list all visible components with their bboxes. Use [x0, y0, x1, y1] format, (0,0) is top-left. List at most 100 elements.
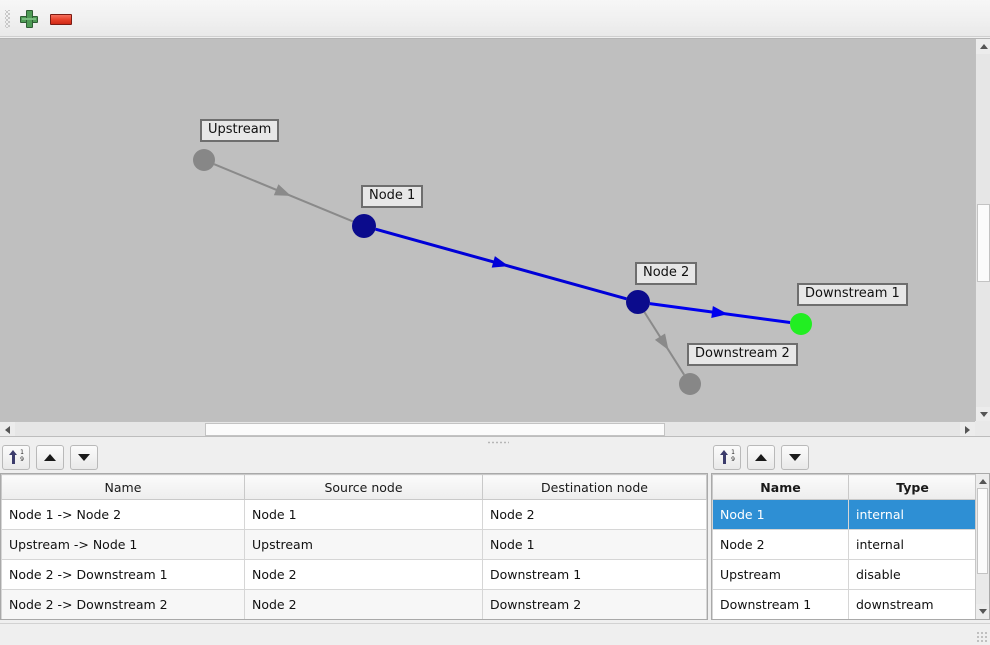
nodes-table-cell[interactable]: Downstream 1 [712, 589, 849, 619]
splitter-grip[interactable] [487, 441, 509, 444]
edges-table-cell[interactable]: Node 2 -> Downstream 2 [1, 589, 245, 619]
vertical-scroll-thumb[interactable] [977, 204, 990, 282]
canvas-vertical-scrollbar[interactable] [975, 39, 990, 422]
horizontal-splitter[interactable] [0, 436, 990, 445]
nodes-table-cell[interactable]: Upstream [712, 559, 849, 590]
nodes-column-header[interactable]: Type [848, 474, 977, 500]
nodes-table-cell[interactable]: internal [848, 499, 977, 530]
sort-digit-top: 1 [20, 448, 24, 456]
edges-move-down-button[interactable] [70, 445, 98, 470]
edges-column-header[interactable]: Destination node [482, 474, 707, 500]
nodes-move-up-button[interactable] [747, 445, 775, 470]
nodes-table-cell[interactable]: internal [848, 529, 977, 560]
edges-table-cell[interactable]: Node 1 [482, 529, 707, 560]
nodes-sort-button[interactable]: 1 9 [713, 445, 741, 470]
edges-column-header[interactable]: Name [1, 474, 245, 500]
scroll-down-button[interactable] [976, 407, 990, 422]
scroll-right-button[interactable] [960, 422, 975, 437]
edges-toolbar: 1 9 [0, 445, 708, 473]
graph-edge-arrow-node2-downstream1 [711, 306, 728, 318]
graph-node-node2[interactable] [626, 290, 650, 314]
triangle-down-icon [78, 454, 90, 461]
nodes-toolbar: 1 9 [711, 445, 990, 473]
edges-table-cell[interactable]: Downstream 1 [482, 559, 707, 590]
nodes-move-down-button[interactable] [781, 445, 809, 470]
graph-node-downstream2[interactable] [679, 373, 701, 395]
triangle-up-icon [44, 454, 56, 461]
edges-table-cell[interactable]: Upstream -> Node 1 [1, 529, 245, 560]
nodes-table-cell[interactable]: downstream [848, 589, 977, 619]
toolbar-drag-handle[interactable] [5, 10, 10, 28]
graph-node-node1[interactable] [352, 214, 376, 238]
sort-icon: 1 9 [8, 448, 24, 466]
chevron-up-icon [979, 44, 988, 49]
graph-node-label-node1[interactable]: Node 1 [361, 185, 424, 208]
nodes-table-cell[interactable]: disable [848, 559, 977, 590]
edges-table-cell[interactable]: Node 1 -> Node 2 [1, 499, 245, 530]
nodes-table-cell[interactable]: Node 2 [712, 529, 849, 560]
edges-table-cell[interactable]: Node 1 [244, 499, 483, 530]
sort-digit-bottom: 9 [20, 455, 24, 463]
edges-table-cell[interactable]: Upstream [244, 529, 483, 560]
plus-icon [20, 10, 38, 28]
edges-table-cell[interactable]: Downstream 2 [482, 589, 707, 619]
main-toolbar [0, 0, 990, 37]
chevron-left-icon [5, 425, 10, 434]
sort-digit-bottom: 9 [731, 455, 735, 463]
status-bar [0, 623, 990, 645]
edges-table-cell[interactable]: Node 2 [244, 589, 483, 619]
canvas-horizontal-scrollbar[interactable] [0, 421, 975, 437]
triangle-down-icon [789, 454, 801, 461]
sort-icon: 1 9 [719, 448, 735, 466]
edges-table-cell[interactable]: Node 2 [482, 499, 707, 530]
graph-node-label-downstream1[interactable]: Downstream 1 [797, 283, 908, 306]
nodes-scroll-thumb[interactable] [977, 488, 988, 574]
graph-node-label-downstream2[interactable]: Downstream 2 [687, 343, 798, 366]
edges-move-up-button[interactable] [36, 445, 64, 470]
graph-edge-arrow-upstream-node1 [273, 184, 291, 196]
nodes-vertical-scrollbar[interactable] [975, 474, 989, 619]
chevron-right-icon [965, 425, 970, 434]
graph-node-label-upstream[interactable]: Upstream [200, 119, 280, 142]
remove-button[interactable] [48, 7, 74, 31]
sort-digit-top: 1 [731, 448, 735, 456]
edges-sort-button[interactable]: 1 9 [2, 445, 30, 470]
nodes-scroll-down-button[interactable] [976, 604, 989, 619]
nodes-scroll-up-button[interactable] [976, 474, 989, 489]
graph-edge-arrow-node2-downstream2 [654, 333, 669, 351]
scroll-up-button[interactable] [976, 39, 990, 54]
nodes-table-cell[interactable]: Node 1 [712, 499, 849, 530]
graph-node-label-node2[interactable]: Node 2 [635, 262, 698, 285]
horizontal-scroll-thumb[interactable] [205, 423, 665, 436]
edges-table-cell[interactable]: Node 2 [244, 559, 483, 590]
chevron-down-icon [978, 609, 987, 614]
nodes-column-header[interactable]: Name [712, 474, 849, 500]
scrollbar-corner [975, 421, 990, 436]
edges-table-cell[interactable]: Node 2 -> Downstream 1 [1, 559, 245, 590]
window-resize-grip[interactable] [976, 631, 987, 642]
scroll-left-button[interactable] [0, 422, 15, 437]
graph-node-upstream[interactable] [193, 149, 215, 171]
edges-column-header[interactable]: Source node [244, 474, 483, 500]
graph-edges [213, 163, 791, 376]
add-button[interactable] [16, 7, 42, 31]
graph-node-downstream1[interactable] [790, 313, 812, 335]
triangle-up-icon [755, 454, 767, 461]
